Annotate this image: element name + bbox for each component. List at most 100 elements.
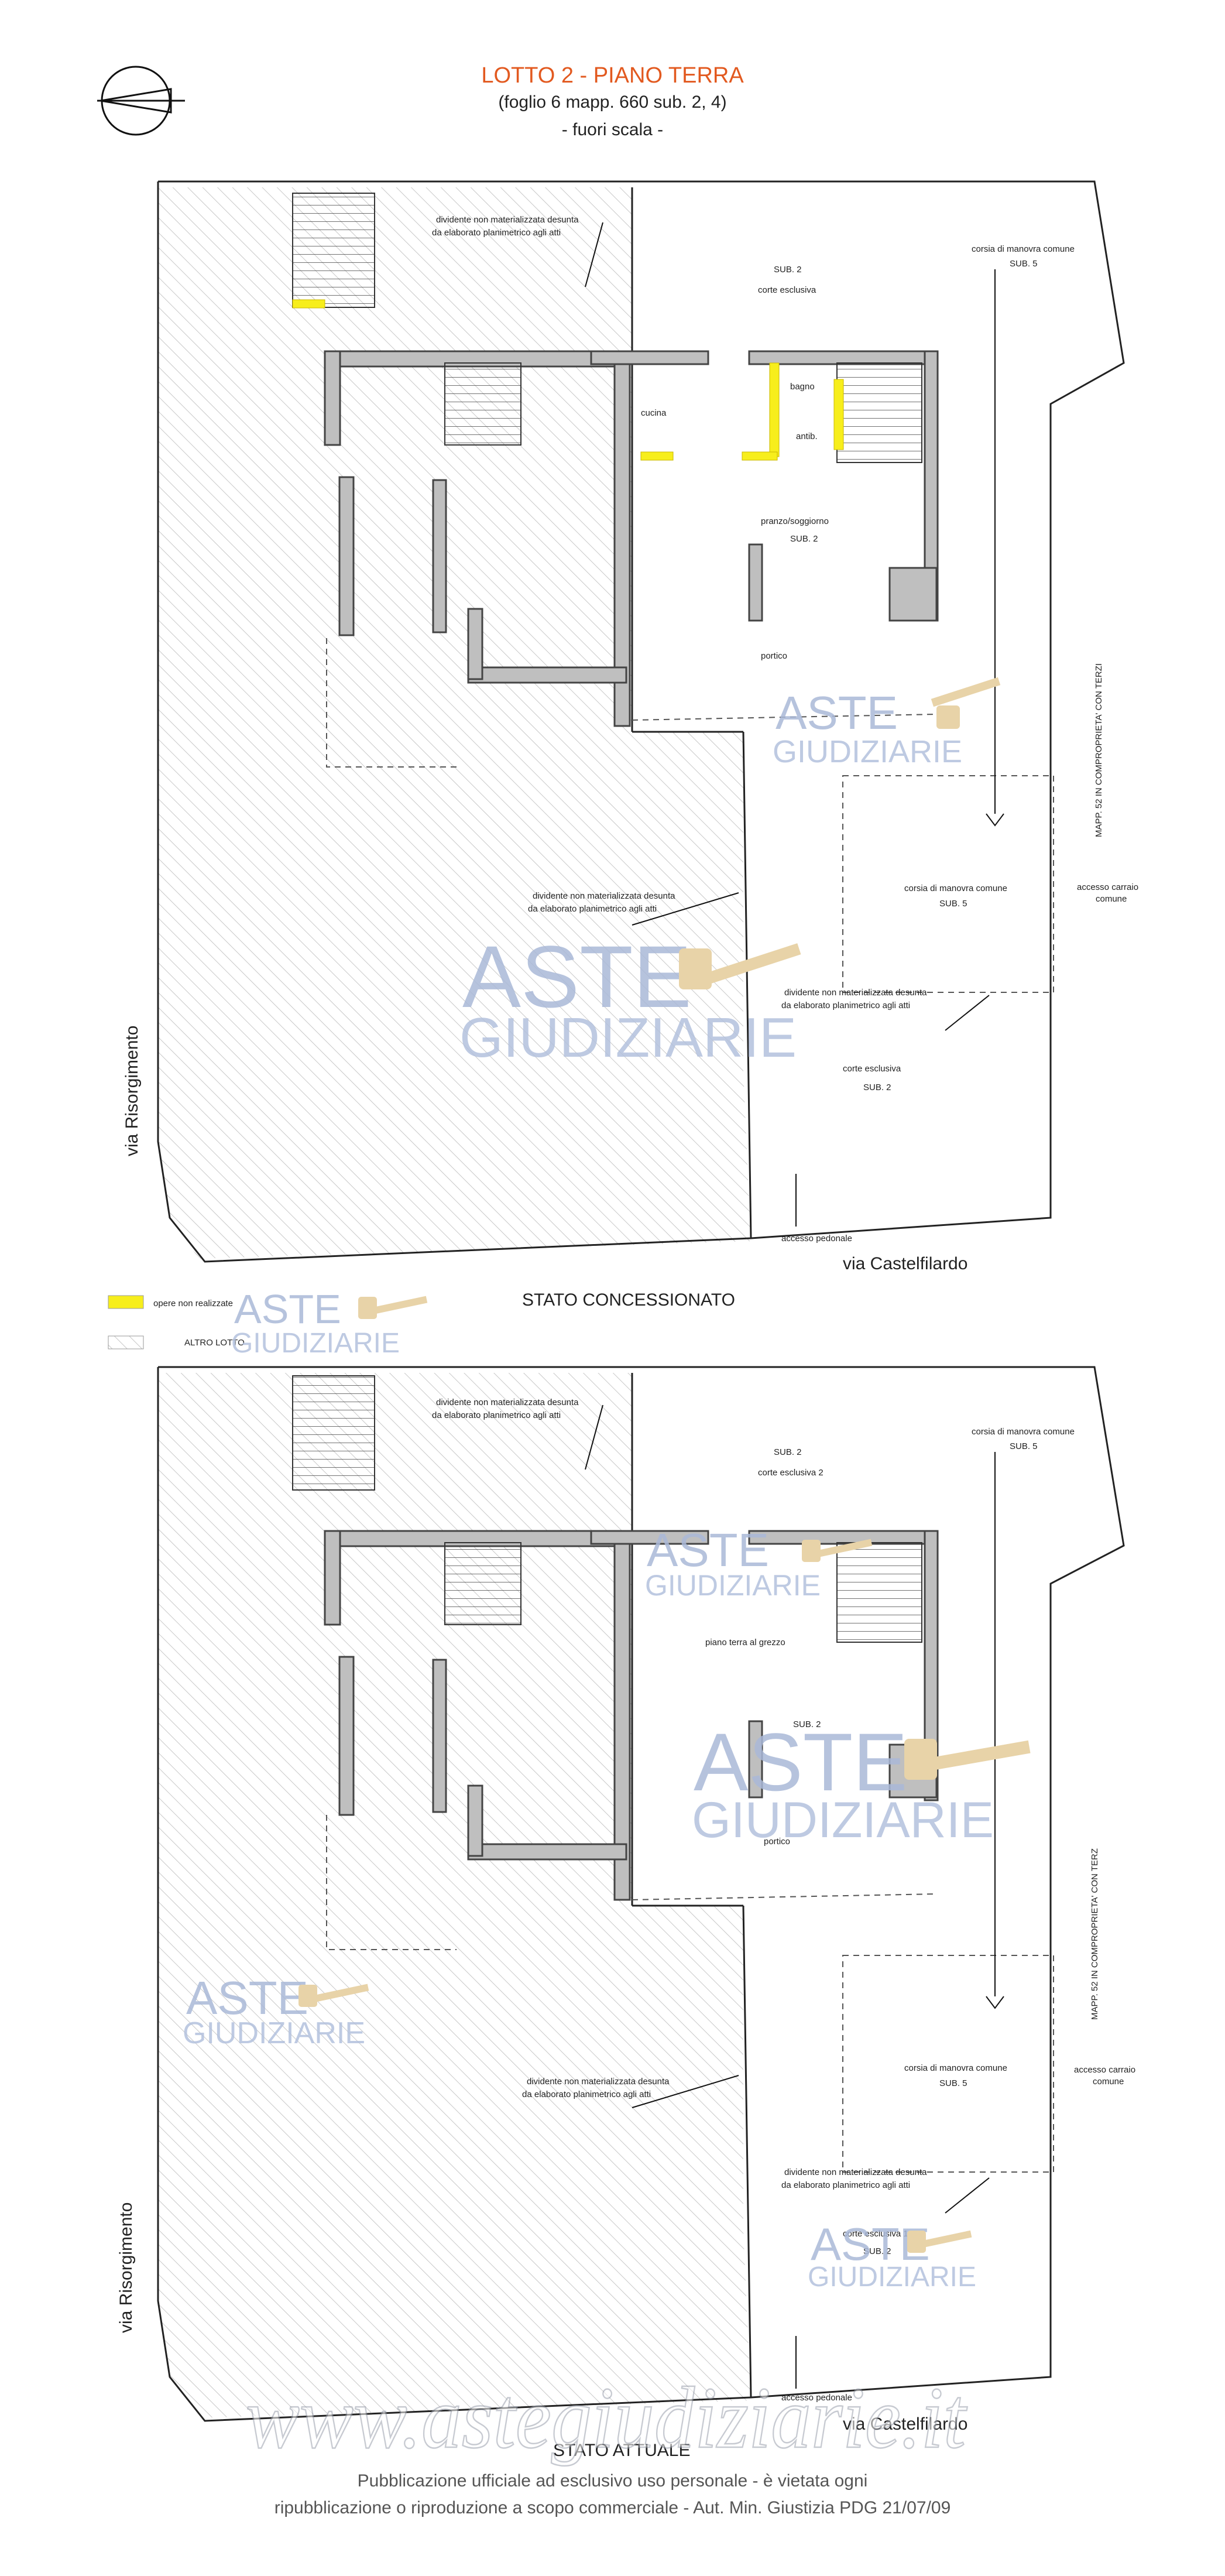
svg-text:GIUDIZIARIE: GIUDIZIARIE (645, 1569, 821, 1602)
label-mapp-vertical: MAPP. 52 IN COMPROPRIETA' CON TERZI (1094, 663, 1104, 837)
watermark-7: ASTE GIUDIZIARIE (808, 2218, 976, 2293)
label-sub2-mid: SUB. 2 (793, 1719, 821, 1729)
legend-label-hatch: ALTRO LOTTO (184, 1338, 245, 1348)
lot-boundary (157, 180, 1125, 1263)
label-divider-low-l1: dividente non materializzata desunta (784, 2167, 927, 2177)
svg-text:GIUDIZIARIE: GIUDIZIARIE (808, 2262, 976, 2293)
cadastral-reference: (foglio 6 mapp. 660 sub. 2, 4) (498, 93, 727, 112)
street-via-risorgimento: via Risorgimento (116, 2202, 136, 2333)
label-pranzo-soggiorno: pranzo/soggiorno (761, 516, 829, 526)
label-sub5-top: SUB. 5 (1010, 259, 1038, 269)
label-corsia-mid: corsia di manovra comune (904, 2063, 1007, 2073)
label-mapp-vertical: MAPP. 52 IN COMPROPRIETA' CON TERZ (1090, 1848, 1100, 2020)
not-realized-works (292, 299, 844, 461)
legend: opere non realizzate ALTRO LOTTO (108, 1295, 245, 1349)
legend-label-yellow: opere non realizzate (153, 1299, 233, 1308)
street-via-castelfilardo: via Castelfilardo (843, 1254, 967, 1273)
gavel-icon (298, 1984, 369, 2007)
label-sub2-low: SUB. 2 (863, 2246, 891, 2256)
label-corte-esclusiva-top: corte esclusiva (758, 285, 816, 295)
label-corsia-mid: corsia di manovra comune (904, 883, 1007, 893)
watermarks: ASTE GIUDIZIARIE ASTE GIUDIZIARIE ASTE G… (183, 677, 1031, 2467)
other-lot-hatch-area (158, 187, 751, 1259)
label-sub5-top: SUB. 5 (1010, 1441, 1038, 1451)
legend-swatch-yellow (108, 1295, 144, 1309)
label-divider-low-l2: da elaborato planimetrico agli atti (781, 2180, 910, 2190)
svg-text:ASTE: ASTE (234, 1286, 341, 1332)
footer-notice: Pubblicazione ufficiale ad esclusivo uso… (0, 2468, 1225, 2522)
svg-text:GIUDIZIARIE: GIUDIZIARIE (459, 1006, 797, 1069)
label-divider-mid-l1: dividente non materializzata desunta (527, 2077, 670, 2087)
watermark-5: ASTE GIUDIZIARIE (692, 1716, 1031, 1848)
lot-boundary-2 (157, 1366, 1125, 2422)
dashed-boundaries-2 (326, 1815, 1054, 2173)
leader-lines-2 (585, 1405, 1004, 2389)
street-via-risorgimento: via Risorgimento (122, 1026, 142, 1156)
label-corte-esclusiva-low: corte esclusiva (843, 1064, 901, 1074)
gavel-icon (931, 677, 1001, 729)
svg-text:GIUDIZIARIE: GIUDIZIARIE (183, 2016, 365, 2050)
gavel-icon (358, 1296, 428, 1319)
label-divider-low-l1: dividente non materializzata desunta (784, 988, 927, 998)
label-corte-esclusiva-top: corte esclusiva 2 (758, 1468, 823, 1478)
label-cucina: cucina (641, 408, 667, 418)
north-arrow-icon (97, 66, 185, 136)
gavel-icon (907, 2230, 972, 2253)
watermark-url: www.astegiudiziarie.it (246, 2369, 967, 2467)
label-sub5-mid: SUB. 5 (939, 899, 967, 909)
label-sub2-top: SUB. 2 (774, 265, 802, 275)
svg-text:ASTE: ASTE (694, 1716, 908, 1808)
caption-stato-concessionato: STATO CONCESSIONATO (522, 1290, 735, 1310)
label-divider-mid-l2: da elaborato planimetrico agli atti (528, 904, 657, 914)
label-divider-top-l1: dividente non materializzata desunta (436, 215, 579, 225)
label-piano-terra-grezzo: piano terra al grezzo (705, 1638, 785, 1647)
svg-text:ASTE: ASTE (776, 687, 898, 739)
svg-text:GIUDIZIARIE: GIUDIZIARIE (692, 1792, 994, 1848)
label-antib: antib. (796, 431, 818, 441)
dashed-boundaries (326, 638, 1054, 993)
label-corsia-top: corsia di manovra comune (972, 1427, 1075, 1437)
label-divider-low-l2: da elaborato planimetrico agli atti (781, 1001, 910, 1010)
label-accesso-pedonale: accesso pedonale (781, 2393, 852, 2403)
street-via-castelfilardo: via Castelfilardo (843, 2414, 967, 2434)
plan-stato-attuale: dividente non materializzata desunta da … (116, 1366, 1135, 2460)
label-accesso-pedonale: accesso pedonale (781, 1234, 852, 1244)
watermark-2: ASTE GIUDIZIARIE (459, 927, 801, 1069)
label-accesso-carraio-l1: accesso carraio (1077, 882, 1138, 892)
caption-stato-attuale: STATO ATTUALE (553, 2441, 691, 2460)
label-corsia-top: corsia di manovra comune (972, 244, 1075, 254)
watermark-4: ASTE GIUDIZIARIE (645, 1524, 873, 1602)
gavel-icon (802, 1539, 873, 1562)
svg-text:GIUDIZIARIE: GIUDIZIARIE (773, 734, 962, 769)
watermark-1: ASTE GIUDIZIARIE (773, 677, 1001, 769)
footer-line-1: Pubblicazione ufficiale ad esclusivo uso… (357, 2471, 868, 2491)
label-bagno: bagno (790, 382, 815, 392)
label-sub2-top: SUB. 2 (774, 1447, 802, 1457)
legend-swatch-hatch (108, 1335, 144, 1349)
label-portico: portico (764, 1837, 790, 1847)
label-sub5-mid: SUB. 5 (939, 2078, 967, 2088)
label-sub2-mid: SUB. 2 (790, 534, 818, 544)
stairs-2 (292, 1375, 922, 1643)
svg-text:ASTE: ASTE (647, 1524, 769, 1576)
svg-text:GIUDIZIARIE: GIUDIZIARIE (231, 1328, 400, 1359)
label-accesso-carraio-l1: accesso carraio (1074, 2065, 1135, 2075)
lot-title: LOTTO 2 - PIANO TERRA (481, 63, 744, 88)
leader-lines (585, 222, 1004, 1227)
label-divider-mid-l1: dividente non materializzata desunta (533, 891, 675, 901)
scale-note: - fuori scala - (561, 120, 664, 139)
label-portico: portico (761, 651, 787, 661)
stairs (292, 193, 922, 463)
label-accesso-carraio-l2: comune (1093, 2077, 1124, 2087)
gavel-icon (904, 1739, 1031, 1780)
footer-line-2: ripubblicazione o riproduzione a scopo c… (274, 2498, 951, 2517)
label-divider-top-l2: da elaborato planimetrico agli atti (432, 228, 561, 238)
gavel-icon (679, 943, 801, 989)
label-corte-esclusiva-low: corte esclusiva 1 (843, 2229, 908, 2239)
building-walls (324, 350, 939, 727)
svg-text:ASTE: ASTE (186, 1972, 308, 2024)
svg-text:ASTE: ASTE (462, 927, 692, 1026)
label-sub2-low: SUB. 2 (863, 1083, 891, 1092)
label-accesso-carraio-l2: comune (1096, 894, 1127, 904)
